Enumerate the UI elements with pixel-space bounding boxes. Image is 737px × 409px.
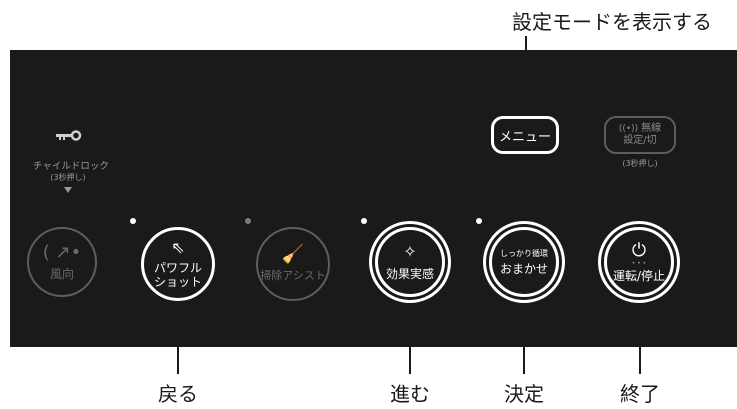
- wireless-sublabel: 設定/切: [623, 135, 657, 146]
- annotation-end: 終了: [620, 382, 660, 406]
- powerful-shot-label: パワフル: [153, 261, 202, 275]
- leader-line-confirm: [523, 304, 525, 374]
- cleaning-assist-label: 掃除アシスト: [260, 269, 326, 282]
- airflow-direction-label: 風向: [49, 267, 74, 281]
- omakase-sublabel: しっかり循環: [500, 248, 548, 258]
- annotation-back: 戻る: [158, 382, 198, 406]
- power-label: 運転/停止: [612, 269, 666, 283]
- indicator-dot-cleaning: [245, 218, 251, 224]
- cursor-click-icon: ⇖: [171, 238, 185, 257]
- omakase-button[interactable]: しっかり循環 おまかせ: [489, 227, 559, 297]
- indicator-dot-omakase: [476, 218, 482, 224]
- control-panel: [10, 50, 737, 347]
- annotation-forward: 進む: [390, 382, 430, 406]
- powerful-shot-button[interactable]: ⇖ パワフル ショット: [141, 227, 215, 301]
- effect-feel-button[interactable]: ✧ 効果実感: [375, 227, 445, 297]
- leader-line-end: [639, 304, 641, 374]
- sparkle-face-icon: ✧: [403, 242, 417, 261]
- airflow-direction-icon: ( ↗•: [42, 242, 82, 263]
- wireless-icon: ((•)): [618, 124, 639, 134]
- indicator-dot-effect: [361, 218, 367, 224]
- child-lock-label: チャイルドロック: [33, 161, 109, 172]
- annotation-show-settings-mode: 設定モードを表示する: [512, 10, 712, 34]
- powerful-shot-label-2: ショット: [153, 275, 202, 289]
- cleaning-person-icon: 🧹: [281, 244, 305, 265]
- menu-label: メニュー: [498, 129, 551, 145]
- omakase-label: おまかせ: [499, 261, 548, 276]
- power-button[interactable]: ⏻ • • • 運転/停止: [604, 227, 674, 297]
- leader-line-back: [177, 304, 179, 374]
- leader-line-forward: [409, 304, 411, 374]
- power-dots-icon: • • •: [631, 260, 647, 267]
- child-lock-hint: (3秒押し): [50, 173, 86, 182]
- triangle-down-icon: [64, 187, 72, 193]
- menu-button[interactable]: メニュー: [491, 116, 559, 154]
- annotation-confirm: 決定: [504, 382, 544, 406]
- key-icon: [56, 127, 82, 141]
- power-icon: ⏻: [631, 240, 647, 261]
- cleaning-assist-button[interactable]: 🧹 掃除アシスト: [256, 227, 330, 301]
- indicator-dot-powerful: [130, 218, 136, 224]
- effect-feel-label: 効果実感: [385, 267, 434, 281]
- airflow-direction-button[interactable]: ( ↗• 風向: [27, 227, 97, 297]
- wireless-hint: (3秒押し): [622, 159, 658, 168]
- wireless-label: 無線: [641, 123, 662, 134]
- wireless-settings-button[interactable]: ((•)) 無線 設定/切: [604, 116, 676, 154]
